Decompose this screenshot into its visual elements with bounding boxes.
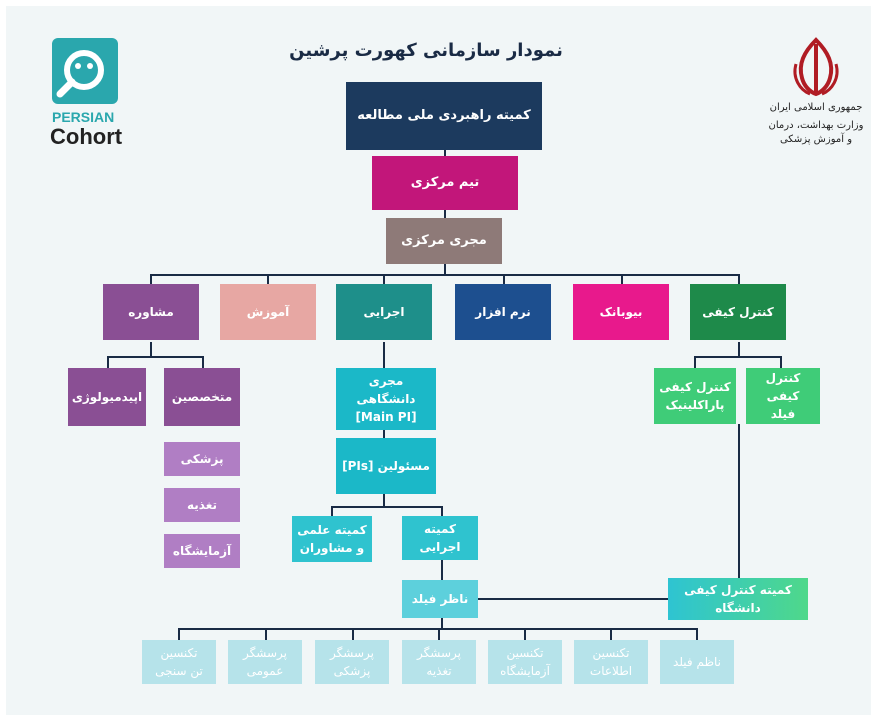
ministry-of-health-logo: جمهوری اسلامی ایران وزارت بهداشت، درمان … [766,34,866,154]
node-medicine: پزشکی [164,442,240,476]
connector [107,356,109,368]
emblem-text: جمهوری اسلامی ایران [770,102,863,113]
connector [383,494,385,506]
connector [610,628,612,640]
connector [444,264,446,276]
logo-cohort-text: Cohort [50,124,123,149]
connector [331,506,443,508]
node-central-team: تیم مرکزی [372,156,518,210]
node-laboratory: آزمایشگاه [164,534,240,568]
node-field-supervisor: ناظر فیلد [402,580,478,618]
node-scientific-committee: کمیته علمی و مشاوران [292,516,372,562]
connector [478,598,668,600]
node-interviewer-nutrition: پرسشگر تغذیه [402,640,476,684]
node-tech-info: تکنسین اطلاعات [574,640,648,684]
node-nutrition: تغذیه [164,488,240,522]
connector [383,430,385,438]
node-biobank: بیوبانک [573,284,669,340]
node-education: آموزش [220,284,316,340]
node-executive: اجرایی [336,284,432,340]
connector [738,342,740,356]
connector [738,424,740,580]
node-field-manager: ناظم فیلد [660,640,734,684]
logo-persian-text: PERSIAN [52,109,114,125]
node-steering-committee: کمیته راهبردی ملی مطالعه [346,82,542,150]
connector [107,356,204,358]
node-executive-committee: کمیته اجرایی [402,516,478,560]
node-quality-control: کنترل کیفی [690,284,786,340]
connector [150,342,152,356]
node-epidemiology: اپیدمیولوژی [68,368,146,426]
connector [383,342,385,368]
node-qc-field: کنترل کیفی فیلد [746,368,820,424]
node-central-executive: مجری مرکزی [386,218,502,264]
connector [694,356,782,358]
connector [696,628,698,640]
persian-cohort-logo: PERSIAN Cohort [46,34,126,154]
node-software: نرم افزار [455,284,551,340]
connector [331,506,333,516]
connector [444,210,446,222]
ministry-line1: وزارت بهداشت، درمان [769,120,864,131]
connector [265,628,267,640]
connector [524,628,526,640]
diagram-title: نمودار سازمانی کهورت پرشین [289,40,563,61]
connector [352,628,354,640]
node-qc-paraclinic: کنترل کیفی پاراکلینیک [654,368,736,424]
connector [267,274,269,288]
connector [441,618,443,628]
node-main-pi: مجری دانشگاهی [Main PI] [336,368,436,430]
diagram-canvas: PERSIAN Cohort نمودار سازمانی کهورت پرشی… [6,6,871,715]
node-consulting: مشاوره [103,284,199,340]
node-specialists: متخصصین [164,368,240,426]
connector [738,274,740,288]
connector [383,274,385,288]
connector [780,356,782,368]
connector [202,356,204,368]
node-pis: مسئولین [PIs] [336,438,436,494]
connector [441,560,443,580]
ministry-line2: و آموزش پزشکی [780,132,852,145]
connector [621,274,623,288]
node-interviewer-general: پرسشگر عمومی [228,640,302,684]
connector [694,356,696,368]
node-university-qc-committee: کمیته کنترل کیفی دانشگاه [668,578,808,620]
connector [178,628,180,640]
connector [150,274,740,276]
connector [150,274,152,288]
connector [441,506,443,516]
node-interviewer-medical: پرسشگر پزشکی [315,640,389,684]
node-tech-body-measure: تکنسین تن سنجی [142,640,216,684]
connector [503,274,505,288]
connector [438,628,440,640]
node-tech-lab: تکنسین آزمایشگاه [488,640,562,684]
